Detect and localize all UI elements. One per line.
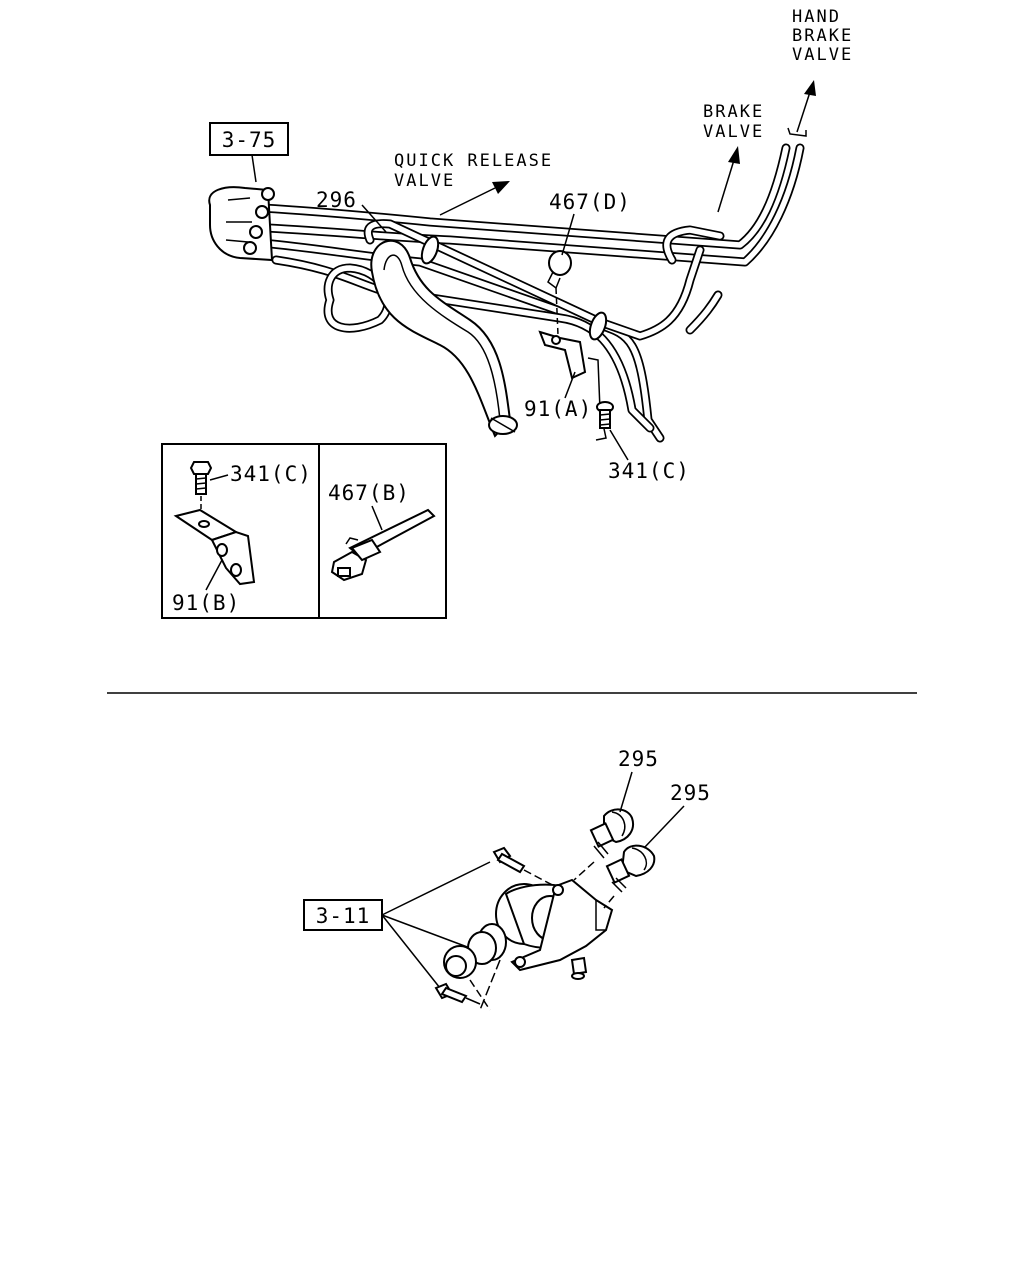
valve-plunger[interactable]: [443, 923, 507, 1011]
lower-assembly: 3-11: [303, 747, 711, 1011]
label-341c: 341(C): [608, 459, 690, 483]
elbow-fitting-295-lower[interactable]: [605, 844, 656, 893]
note-brake-valve: BRAKE VALVE: [703, 102, 764, 142]
label-91a: 91(A): [524, 397, 592, 421]
brake-pipes: [257, 143, 805, 443]
bolt-341c-detail[interactable]: [189, 461, 213, 515]
bracket-91b[interactable]: [173, 508, 256, 586]
label-467b: 467(B): [328, 481, 410, 505]
clip-467b[interactable]: [330, 508, 436, 582]
ref-label-3-11: 3-11: [316, 904, 371, 928]
clip-467d[interactable]: [547, 250, 572, 336]
ref-box-3-75[interactable]: 3-75: [209, 122, 289, 156]
label-341c-detail: 341(C): [230, 462, 312, 486]
svg-text:VALVE: VALVE: [703, 122, 764, 142]
svg-text:QUICK RELEASE: QUICK RELEASE: [394, 151, 553, 171]
label-295-b: 295: [670, 781, 711, 805]
svg-text:VALVE: VALVE: [792, 45, 853, 65]
label-295-a: 295: [618, 747, 659, 771]
arrow-quick-release-valve: [439, 181, 510, 216]
detail-right-panel: 467(B): [328, 481, 436, 582]
pipe-clips: [420, 235, 608, 341]
label-467d: 467(D): [549, 190, 631, 214]
fitting-guides: [573, 861, 615, 909]
elbow-fitting-295-upper[interactable]: [589, 808, 634, 859]
mount-bolt-upper[interactable]: [492, 846, 559, 889]
bracket-91a[interactable]: [538, 330, 607, 441]
hose-296[interactable]: [370, 239, 518, 438]
ref-box-3-11[interactable]: 3-11: [303, 899, 383, 931]
detail-box: 341(C) 91(B) 467(B): [161, 443, 447, 619]
leader-467d: [561, 213, 575, 256]
upper-assembly: 3-75 HAND BRAKE VALVE BRAKE VALVE QUICK …: [161, 7, 853, 619]
leader-341c: [609, 429, 629, 461]
leader-91a: [564, 371, 576, 399]
ref-label-3-75: 3-75: [222, 128, 277, 152]
detail-left-panel: 341(C) 91(B): [172, 461, 312, 615]
arrow-brake-valve: [717, 146, 740, 213]
leader-296: [361, 204, 387, 233]
arrow-hand-brake-valve: [787, 80, 816, 137]
leaders-3-11: [381, 861, 491, 989]
svg-text:BRAKE: BRAKE: [792, 26, 853, 46]
bolt-341c[interactable]: [596, 401, 614, 429]
valve-body[interactable]: [495, 878, 614, 980]
note-hand-brake-valve: HAND BRAKE VALVE: [792, 7, 853, 65]
svg-text:VALVE: VALVE: [394, 171, 455, 191]
leader-295-a: [619, 771, 633, 813]
quick-release-valve-body[interactable]: [208, 186, 275, 262]
note-quick-release-valve: QUICK RELEASE VALVE: [394, 151, 553, 191]
mount-bolt-lower[interactable]: [434, 982, 481, 1005]
label-91b: 91(B): [172, 591, 240, 615]
label-296: 296: [316, 188, 357, 212]
leader-3-75: [251, 154, 257, 183]
svg-text:HAND: HAND: [792, 7, 841, 27]
svg-text:BRAKE: BRAKE: [703, 102, 764, 122]
leader-295-b: [643, 805, 685, 849]
